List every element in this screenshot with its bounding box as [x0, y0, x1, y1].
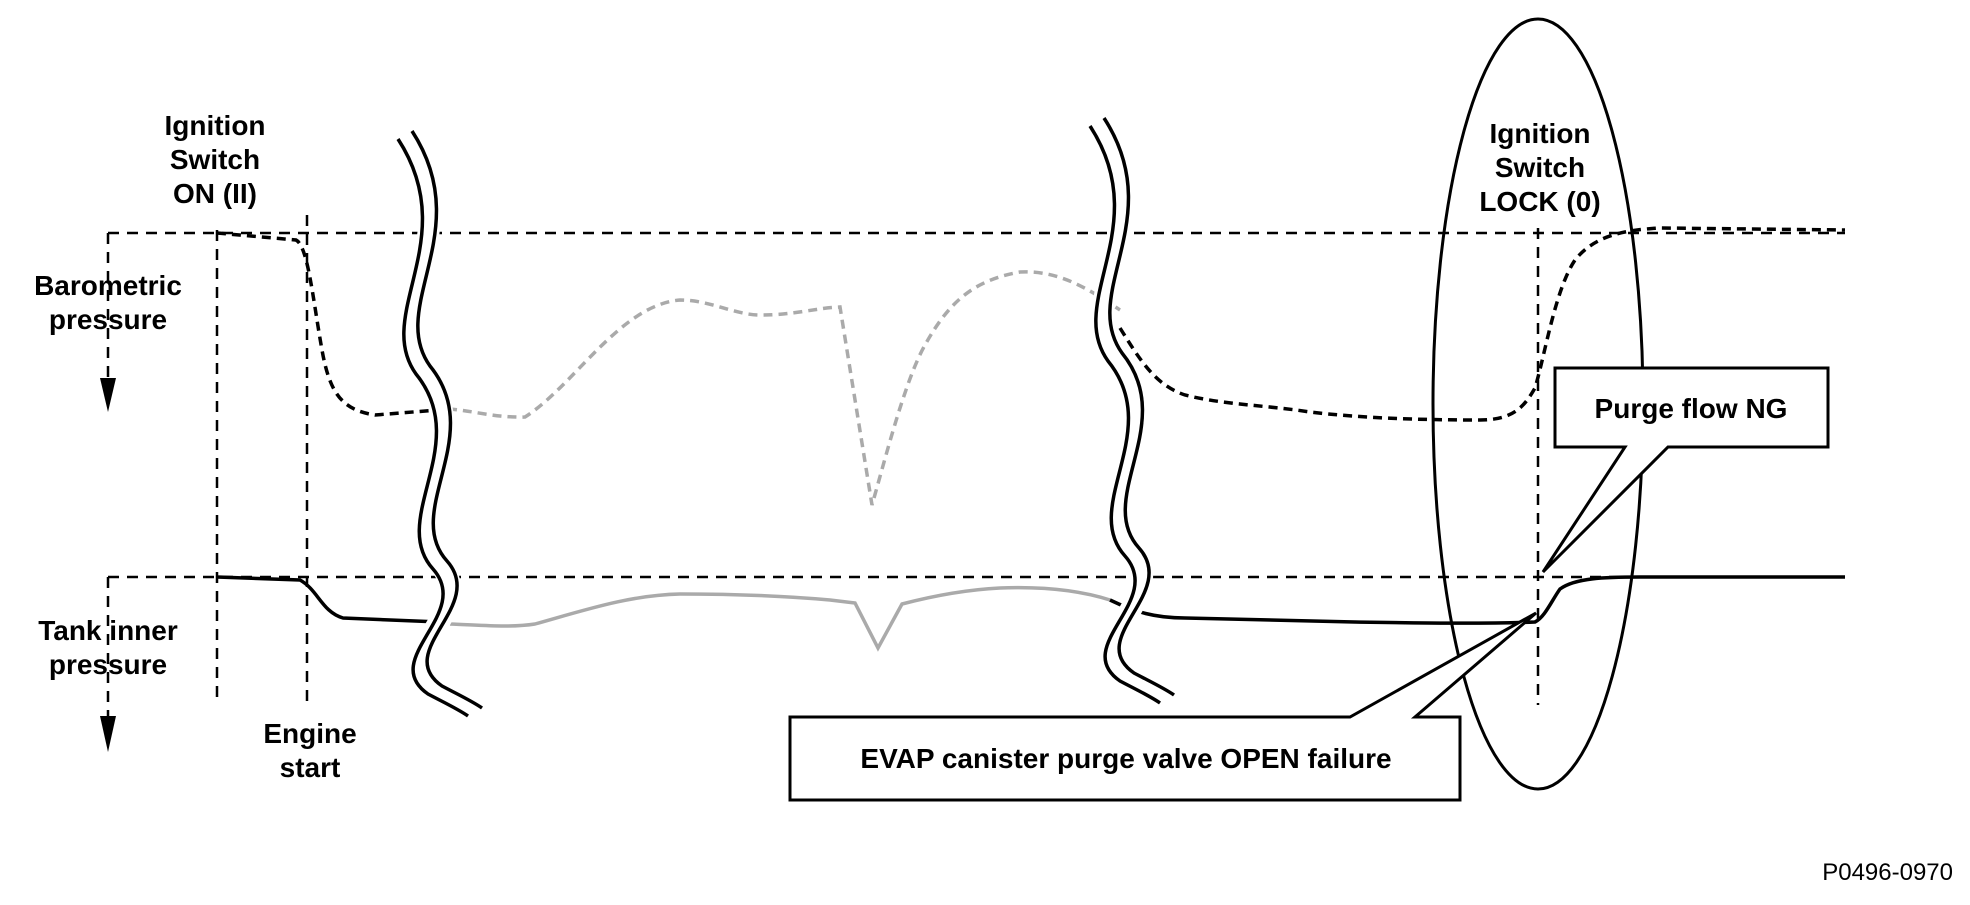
axis-break-left — [395, 129, 484, 722]
tank-inner-label-line2: pressure — [49, 649, 167, 680]
axis-break-right — [1087, 116, 1176, 709]
tank-inner-label-line1: Tank inner — [38, 615, 178, 646]
ignition-on-label: Ignition Switch ON (II) — [164, 110, 265, 209]
evap-failure-label: EVAP canister purge valve OPEN failure — [860, 743, 1391, 774]
tank-inner-label: Tank inner pressure — [38, 615, 178, 680]
barometric-label: Barometric pressure — [34, 270, 182, 335]
ignition-lock-label-line2: Switch — [1495, 152, 1585, 183]
barometric-axis-arrow — [100, 233, 116, 412]
tank-curve-segment — [216, 575, 441, 624]
tank-curve-faded-segment — [449, 585, 1111, 652]
ignition-lock-label-line1: Ignition — [1489, 118, 1590, 149]
evap-failure-callout: EVAP canister purge valve OPEN failure — [788, 611, 1537, 802]
ignition-on-label-line2: Switch — [170, 144, 260, 175]
tank-axis-arrow — [100, 577, 116, 752]
tank-curve-segment-right — [1109, 575, 1845, 625]
ignition-on-label-line3: ON (II) — [173, 178, 257, 209]
barometric-label-line2: pressure — [49, 304, 167, 335]
ignition-lock-label-line3: LOCK (0) — [1479, 186, 1600, 217]
barometric-curve-segment-right — [1118, 226, 1846, 422]
ignition-lock-label: Ignition Switch LOCK (0) — [1479, 118, 1600, 217]
ignition-on-label-line1: Ignition — [164, 110, 265, 141]
barometric-curve-segment — [216, 231, 439, 417]
purge-flow-callout: Purge flow NG — [1541, 366, 1830, 574]
engine-start-label: Engine start — [263, 718, 356, 783]
barometric-label-line1: Barometric — [34, 270, 182, 301]
figure-code: P0496-0970 — [1822, 859, 1953, 886]
barometric-curve-faded-segment — [447, 270, 1121, 506]
engine-start-label-line2: start — [280, 752, 341, 783]
engine-start-label-line1: Engine — [263, 718, 356, 749]
purge-flow-label: Purge flow NG — [1595, 393, 1788, 424]
